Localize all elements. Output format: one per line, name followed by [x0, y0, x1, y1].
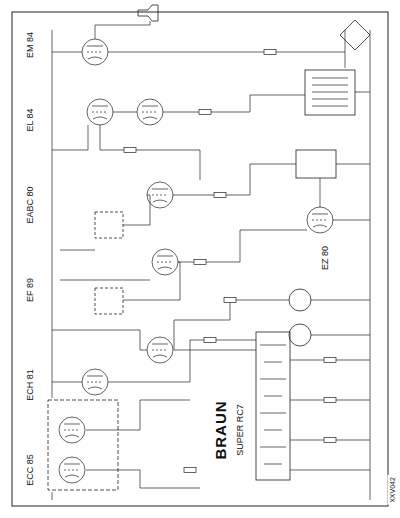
band-switch [256, 332, 290, 480]
tube-symbol [82, 39, 108, 65]
wire [320, 178, 321, 207]
wire [174, 350, 256, 351]
wire [123, 262, 180, 300]
wire [60, 250, 95, 251]
resistor-symbol [184, 468, 196, 473]
wire [336, 164, 370, 165]
wire [95, 21, 150, 39]
power-transformer [305, 70, 355, 115]
switch-contact [264, 464, 282, 465]
wire [86, 470, 200, 488]
wire [108, 340, 256, 382]
wire [86, 400, 190, 430]
wire [355, 92, 370, 93]
wire [60, 280, 150, 281]
tube-label: ECH 81 [25, 367, 36, 403]
switch-contact [260, 379, 286, 380]
wire [113, 112, 137, 113]
switch-contact [264, 396, 282, 397]
resistor-symbol [124, 148, 136, 153]
tube-symbol [137, 99, 163, 125]
resistor-symbol [204, 338, 216, 343]
resistor-symbol [264, 50, 276, 55]
tube-label: ECC 85 [25, 452, 36, 488]
tube-label: EZ 80 [320, 244, 331, 272]
socket-symbol [289, 289, 311, 311]
transformer-winding [312, 78, 348, 79]
rectifier-bridge [340, 20, 370, 50]
wire [311, 335, 370, 336]
wire [52, 30, 53, 398]
tube-label: EF 89 [25, 276, 36, 304]
wire [52, 52, 82, 53]
frame [12, 12, 388, 506]
wire [163, 95, 305, 112]
transformer-winding [312, 85, 348, 86]
model-name: SUPER RC7 [235, 402, 246, 458]
switch-contact [260, 345, 286, 346]
resistor-symbol [194, 260, 206, 265]
wire [108, 52, 345, 53]
tube-label: EL 84 [25, 106, 36, 133]
tube-symbol [59, 417, 85, 443]
wire [370, 30, 371, 500]
tube-symbol [152, 249, 178, 275]
resistor-symbol [199, 110, 211, 115]
speaker-symbol [138, 5, 158, 21]
drawing-number: XXV042 [388, 475, 397, 505]
wire [345, 30, 346, 68]
wire [123, 195, 150, 225]
wire [311, 300, 370, 301]
wire [100, 125, 200, 180]
output-transformer [296, 150, 336, 178]
transformer-winding [312, 92, 348, 93]
wire [178, 230, 307, 262]
if-transformer [95, 288, 123, 314]
tube-symbol [147, 337, 173, 363]
wire [52, 330, 147, 350]
tube-label: EABC 80 [25, 184, 36, 225]
resistor-symbol [324, 358, 336, 363]
resistor-symbol [224, 298, 236, 303]
wire [52, 125, 88, 150]
switch-contact [260, 413, 286, 414]
switch-contact [264, 362, 282, 363]
transformer-winding [312, 99, 348, 100]
wire [333, 220, 370, 221]
tube-symbol [82, 369, 108, 395]
resistor-symbol [324, 438, 336, 443]
socket-symbol [289, 324, 311, 346]
transformer-winding [312, 106, 348, 107]
tube-symbol [147, 182, 173, 208]
resistor-symbol [214, 193, 226, 198]
tube-symbol [59, 457, 85, 483]
wire [290, 470, 370, 471]
switch-contact [260, 447, 286, 448]
wire [174, 300, 289, 350]
tube-symbol [307, 207, 333, 233]
switch-contact [264, 430, 282, 431]
wire [173, 164, 296, 195]
brand-logo: BRAUN [212, 398, 229, 461]
resistor-symbol [324, 398, 336, 403]
tube-label: EM 84 [25, 30, 36, 60]
wire [52, 492, 53, 500]
tube-symbol [87, 99, 113, 125]
if-transformer [95, 212, 123, 238]
wire [52, 382, 82, 383]
tuner-shield [48, 400, 118, 490]
